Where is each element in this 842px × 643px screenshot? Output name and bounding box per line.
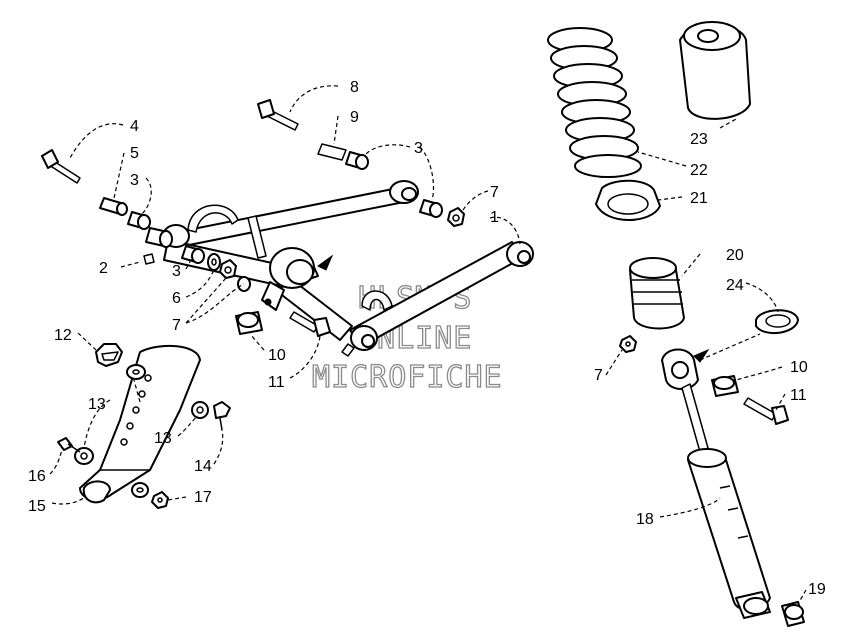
callout-16: 16	[28, 468, 46, 485]
callout-5: 5	[130, 145, 139, 162]
callout-9: 9	[350, 109, 359, 126]
bolt-16[interactable]	[57, 437, 81, 453]
callout-14: 14	[194, 458, 212, 475]
callout-8: 8	[350, 79, 359, 96]
callout-3c: 3	[414, 140, 423, 157]
callout-3b: 3	[172, 263, 181, 280]
washer-13-right[interactable]	[191, 401, 209, 419]
bushing-3-right[interactable]	[419, 199, 443, 218]
grease-fitting-2[interactable]	[143, 253, 155, 265]
washer-6[interactable]	[207, 253, 221, 271]
callout-6: 6	[172, 290, 181, 307]
bushing-3-upper[interactable]	[345, 151, 369, 170]
callout-21: 21	[690, 190, 708, 207]
bump-cap-23[interactable]	[679, 21, 751, 120]
callout-12: 12	[54, 327, 72, 344]
bolt-4[interactable]	[41, 149, 81, 184]
bushing-19[interactable]	[781, 601, 805, 627]
callout-13a: 13	[88, 396, 106, 413]
strap-15[interactable]	[79, 344, 201, 504]
callout-7b: 7	[490, 184, 499, 201]
callout-4: 4	[130, 118, 139, 135]
nut-7-left[interactable]	[219, 259, 237, 279]
leader-lines	[49, 85, 807, 605]
bushing-3-lower[interactable]	[181, 245, 205, 264]
washer-13-upper[interactable]	[126, 364, 146, 380]
coil-spring-22[interactable]	[547, 27, 642, 178]
sleeve-10-right[interactable]	[711, 375, 739, 397]
bushing-3-left[interactable]	[127, 211, 151, 230]
sleeve-10-left[interactable]	[235, 311, 263, 335]
callout-10b: 10	[790, 359, 808, 376]
callout-7c: 7	[594, 367, 603, 384]
nut-7-right[interactable]	[619, 335, 637, 353]
spring-seat-21[interactable]	[595, 179, 661, 221]
bump-stop-20[interactable]	[629, 257, 685, 330]
callout-11b: 11	[790, 387, 807, 404]
knob-12[interactable]	[95, 343, 123, 367]
callout-24: 24	[726, 277, 744, 294]
callout-11a: 11	[268, 374, 285, 391]
clip-24[interactable]	[755, 309, 799, 335]
sleeve-5[interactable]	[99, 197, 128, 216]
wing-nut-14[interactable]	[213, 401, 231, 431]
washer-13-bottom[interactable]	[131, 482, 149, 498]
callout-numbers: 4 5 3 2 3 6 7 8 9 3 7 1 10 11 12 13 13 1…	[28, 79, 826, 598]
nut-17[interactable]	[151, 491, 169, 509]
callout-15: 15	[28, 498, 46, 515]
watermark-line-3: MICROFICHE	[312, 360, 503, 395]
callout-19: 19	[808, 581, 826, 598]
callout-22: 22	[690, 162, 708, 179]
bolt-11-right[interactable]	[743, 397, 789, 425]
bolt-11-left[interactable]	[289, 311, 331, 337]
sleeve-9[interactable]	[317, 143, 347, 161]
callout-10a: 10	[268, 347, 286, 364]
callout-7a: 7	[172, 317, 181, 334]
callout-3a: 3	[130, 172, 139, 189]
callout-1: 1	[490, 209, 499, 226]
callout-2: 2	[99, 260, 108, 277]
callout-20: 20	[726, 247, 744, 264]
callout-17: 17	[194, 489, 212, 506]
bolt-8[interactable]	[257, 99, 299, 131]
shock-absorber-18[interactable]	[661, 348, 771, 619]
callout-13b: 13	[154, 430, 172, 447]
nut-7-upper[interactable]	[447, 207, 465, 227]
callout-18: 18	[636, 511, 654, 528]
callout-23: 23	[690, 131, 708, 148]
bushing-3-inner[interactable]	[145, 227, 173, 248]
